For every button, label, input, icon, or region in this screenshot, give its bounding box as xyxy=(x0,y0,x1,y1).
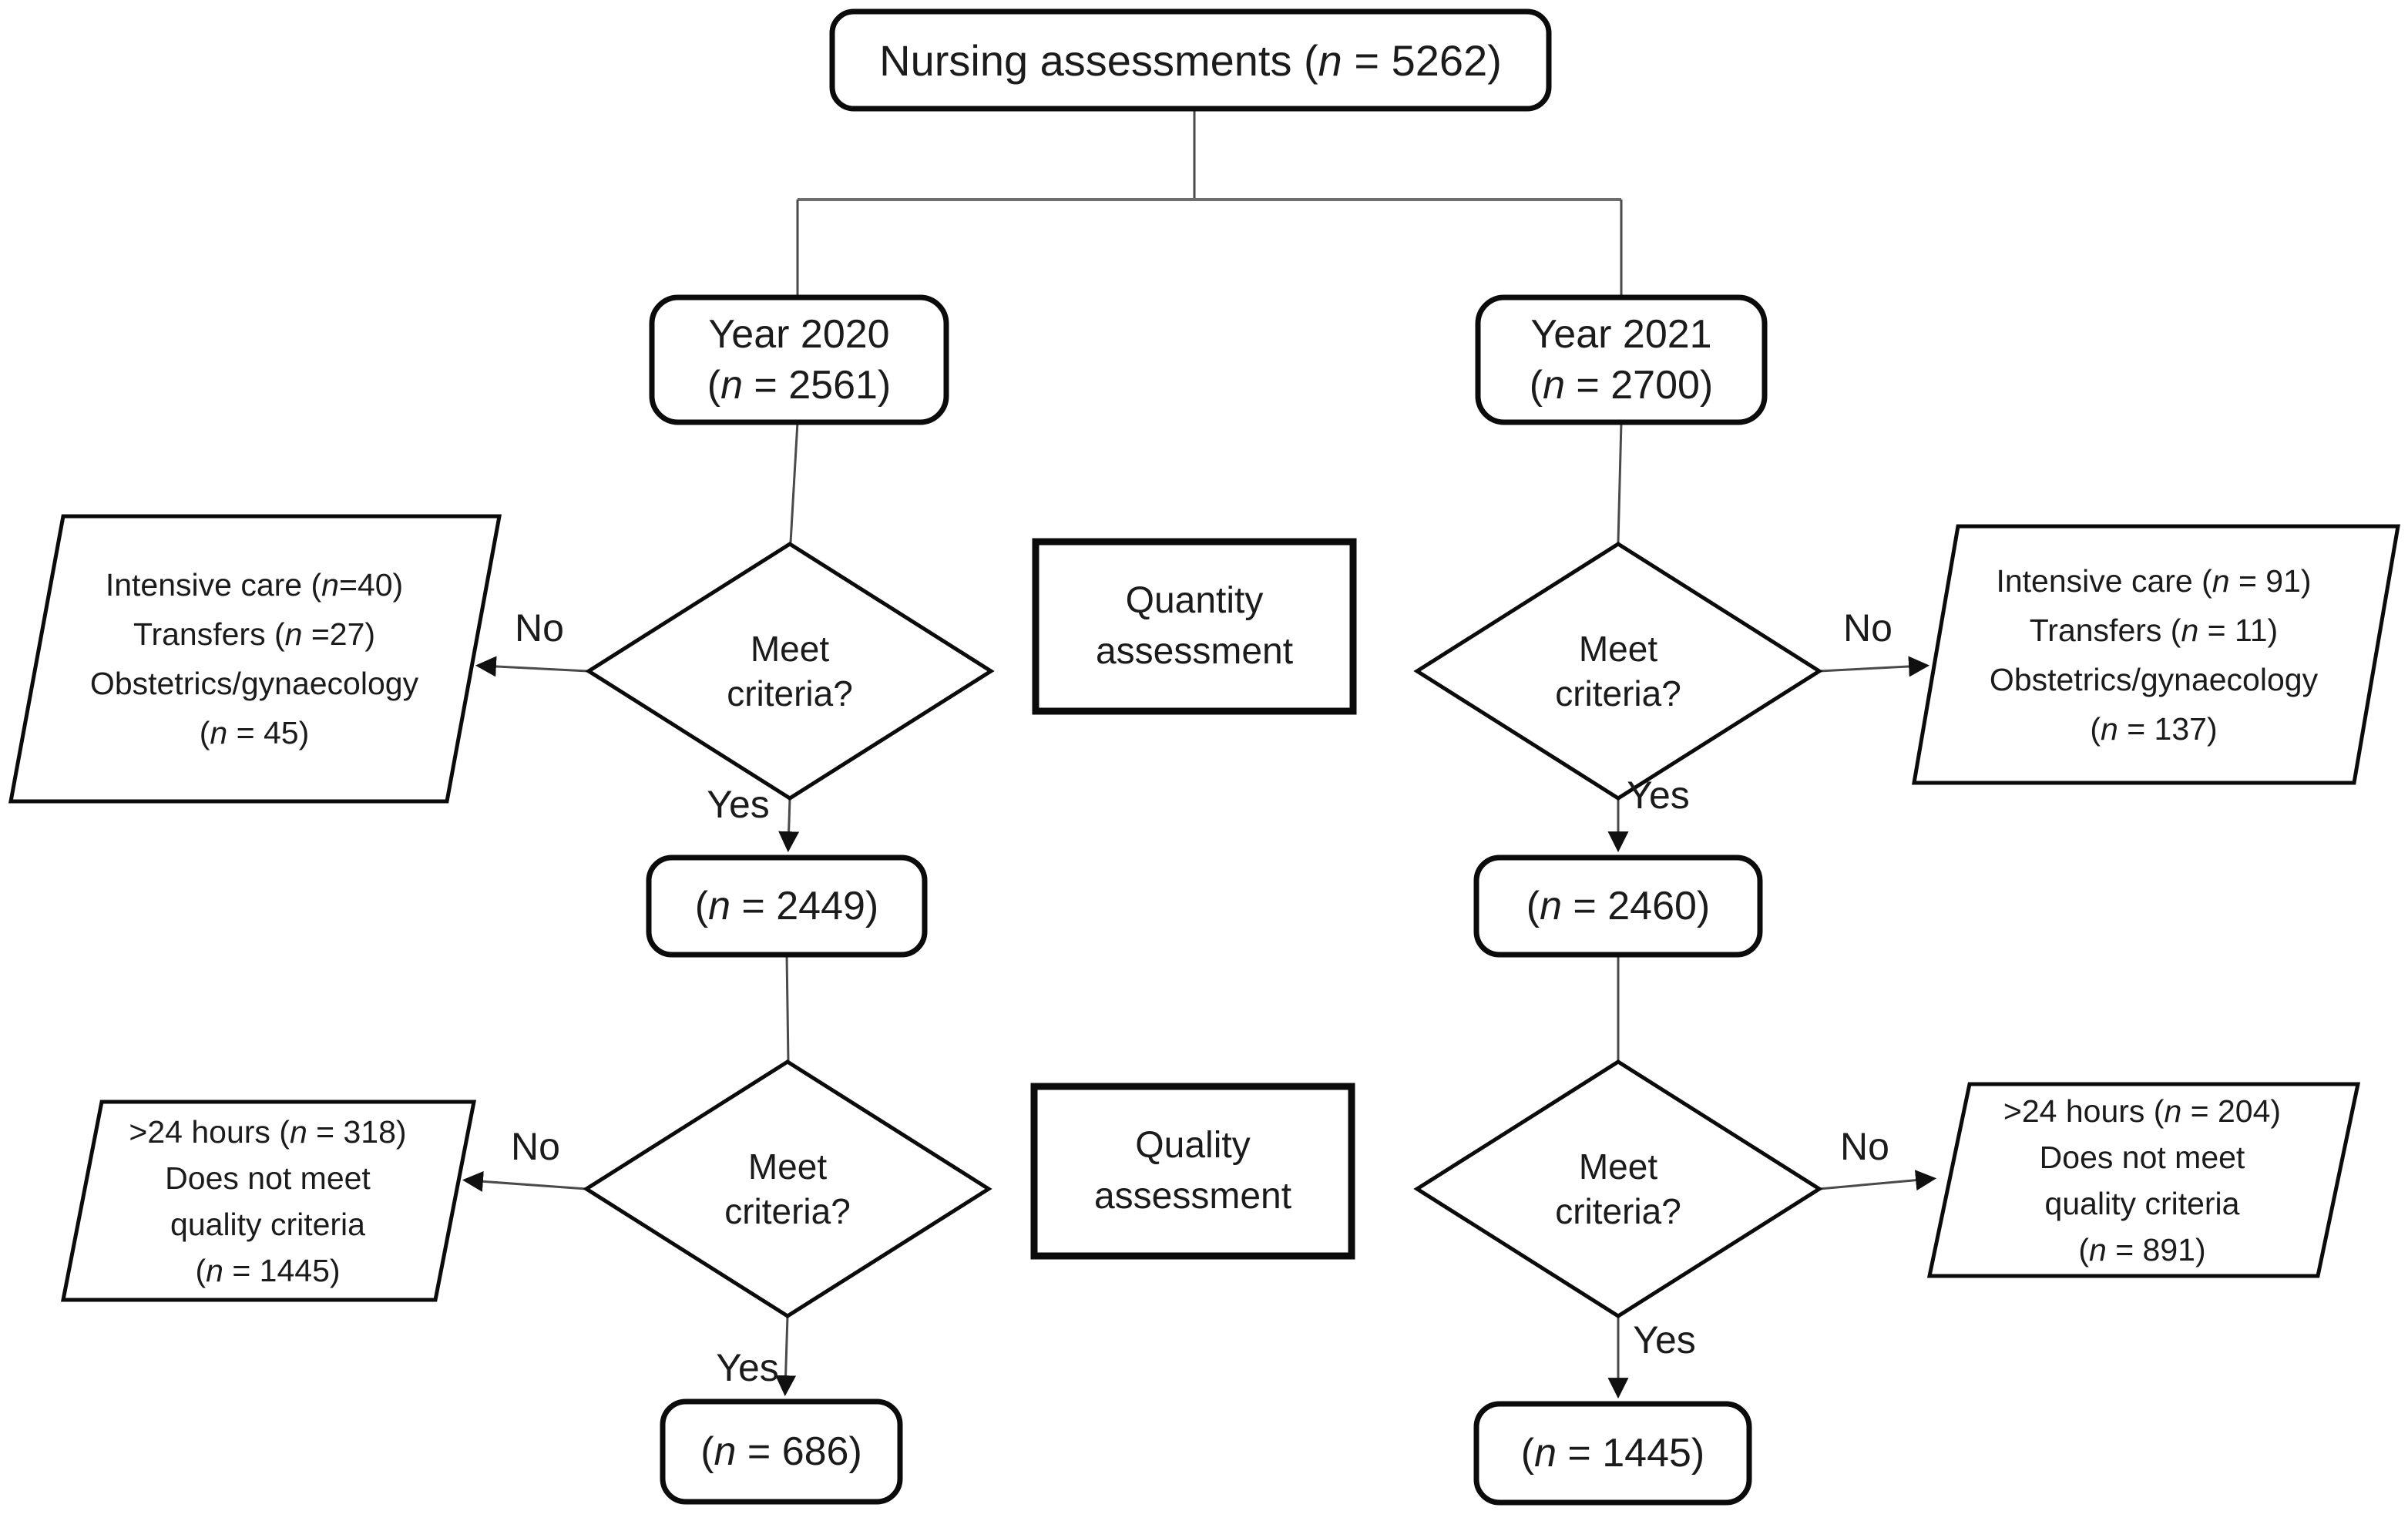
arrow-quantity-no-2020 xyxy=(475,656,589,677)
year-2020-box-shape xyxy=(649,294,949,425)
quantity-result-box-shape-2021 xyxy=(1473,855,1763,958)
quantity-decision-diamond-2020 xyxy=(585,542,995,801)
quantity-exclusions-parallelogram-2021 xyxy=(1912,524,2400,785)
connector-year2021-to-quantity-decision xyxy=(1617,421,1623,543)
connector-year2020-to-quantity-decision xyxy=(789,421,799,543)
quality-result-box-shape-2021 xyxy=(1473,1401,1752,1506)
arrow-quantity-yes-2020 xyxy=(778,797,800,853)
quality-exclusions-parallelogram-2021 xyxy=(1926,1082,2361,1278)
quality-exclusions-parallelogram-2020 xyxy=(60,1100,477,1302)
arrow-quality-no-2020 xyxy=(462,1170,587,1192)
quantity-result-box-shape-2020 xyxy=(646,855,928,958)
quantity-assessment-box-shape xyxy=(1032,538,1357,715)
quantity-decision-diamond-2021 xyxy=(1413,542,1823,801)
quality-decision-diamond-2020 xyxy=(583,1059,992,1318)
root-box-shape xyxy=(829,8,1552,112)
quantity-exclusions-parallelogram-2020 xyxy=(8,514,502,804)
quality-decision-diamond-2021 xyxy=(1413,1059,1823,1318)
year-2021-box-shape xyxy=(1475,294,1768,425)
quality-result-box-shape-2020 xyxy=(660,1398,903,1505)
arrow-quantity-no-2021 xyxy=(1819,656,1930,677)
quality-assessment-box-shape xyxy=(1030,1083,1355,1260)
connector-result-to-quality-decision-2020 xyxy=(785,954,790,1063)
arrow-quality-no-2021 xyxy=(1819,1170,1937,1191)
arrow-quality-yes-2020 xyxy=(775,1315,797,1397)
